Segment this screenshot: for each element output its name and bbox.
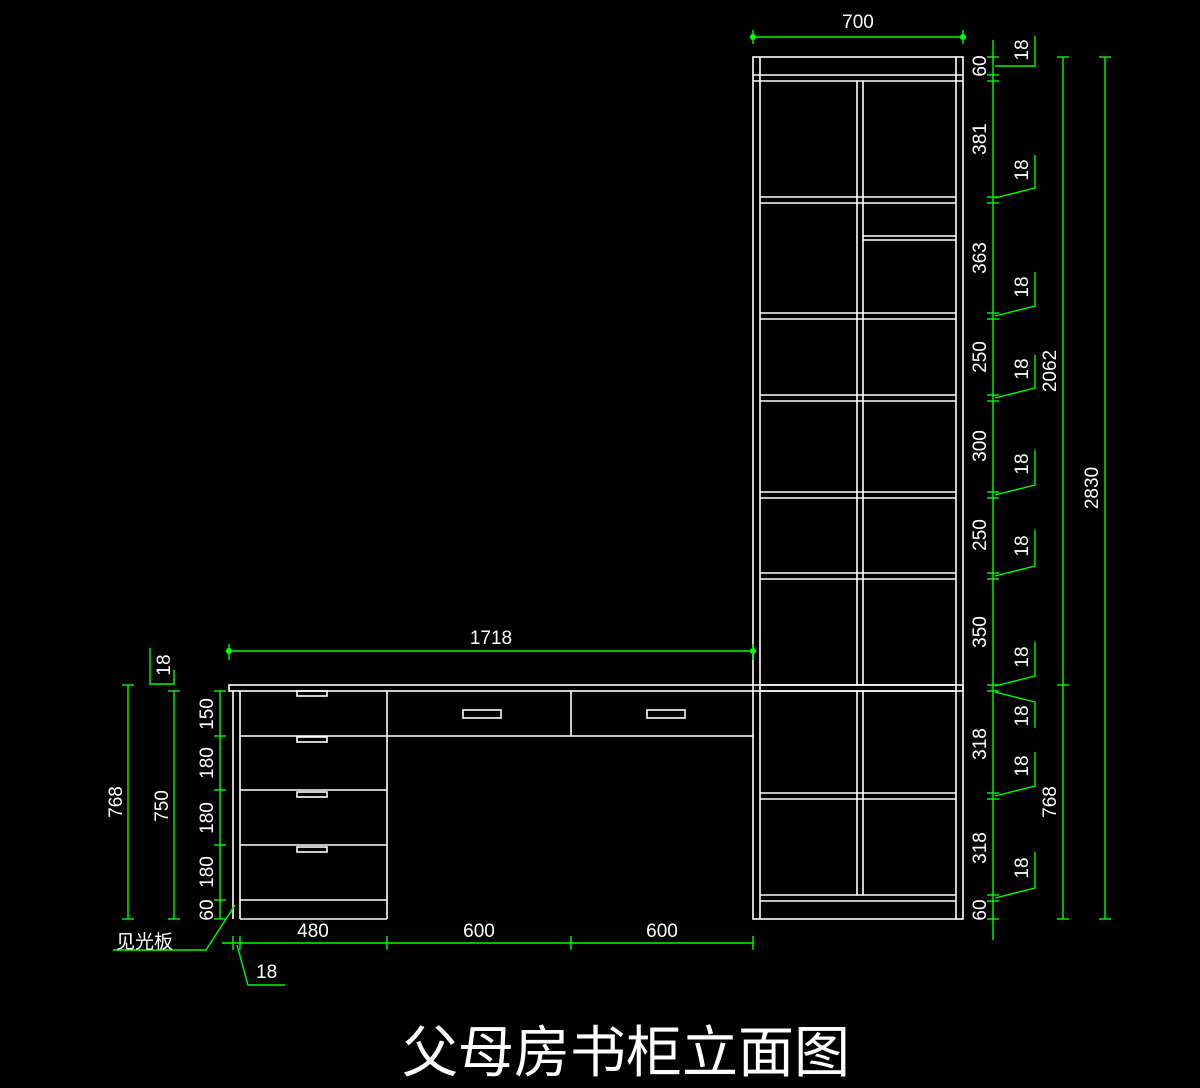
drawer-handle — [296, 791, 328, 798]
cabinet-dims: 60 381 363 250 300 250 350 318 318 60 — [970, 55, 991, 920]
label-visible-panel: 见光板 — [116, 931, 173, 953]
dim-drawer: 60 — [197, 899, 218, 920]
drawing-title: 父母房书柜立面图 — [402, 1021, 850, 1086]
drawer-dims: 150 180 180 180 60 — [197, 698, 218, 920]
drawer-handle — [296, 846, 328, 853]
tall-cabinet — [752, 56, 964, 920]
dim-cabinet-segment: 350 — [970, 616, 991, 648]
dim-upper-height: 2062 — [1040, 350, 1061, 392]
cabinet-outline — [752, 56, 964, 920]
dim-cabinet-width: 700 — [842, 12, 874, 33]
dim-lower-height: 768 — [1040, 786, 1061, 818]
dim-board-thickness: 18 — [1012, 276, 1033, 297]
dim-side-board: 18 — [256, 962, 277, 983]
dimension-lines — [113, 30, 1111, 986]
dim-desk-height-total: 768 — [106, 786, 127, 818]
dim-cabinet-segment: 250 — [970, 519, 991, 551]
dim-cabinet-segment: 300 — [970, 430, 991, 462]
dim-cabinet-segment: 318 — [970, 728, 991, 760]
desk — [228, 684, 964, 920]
dim-board-thickness: 18 — [1012, 857, 1033, 878]
dim-drawer: 150 — [197, 698, 218, 730]
dim-base-1: 480 — [297, 921, 329, 942]
dim-board-thickness: 18 — [1012, 159, 1033, 180]
dim-base-2: 600 — [463, 921, 495, 942]
dim-board-thickness: 18 — [1012, 705, 1033, 726]
drawer-handle — [296, 736, 328, 743]
dim-board-thickness: 18 — [1012, 358, 1033, 379]
dim-cabinet-segment: 318 — [970, 832, 991, 864]
dim-board-thickness: 18 — [1012, 646, 1033, 667]
dim-drawer: 180 — [197, 802, 218, 834]
drawer-handle — [296, 690, 328, 697]
drawer-handle — [462, 709, 502, 719]
board-thickness-dims: 18 18 18 18 18 18 18 18 18 18 — [1012, 39, 1033, 878]
dim-board-thickness: 18 — [1012, 755, 1033, 776]
dim-cabinet-segment: 60 — [970, 899, 991, 920]
dim-desk-length: 1718 — [470, 628, 512, 649]
dim-cabinet-segment: 250 — [970, 341, 991, 373]
dim-desk-top-board: 18 — [154, 654, 175, 675]
dim-drawer: 180 — [197, 747, 218, 779]
dim-drawer: 180 — [197, 856, 218, 888]
desk-top — [228, 684, 964, 692]
dim-cabinet-segment: 363 — [970, 242, 991, 274]
dim-board-thickness: 18 — [1012, 39, 1033, 60]
dim-board-thickness: 18 — [1012, 535, 1033, 556]
dim-desk-height-inner: 750 — [152, 790, 173, 822]
dim-board-thickness: 18 — [1012, 453, 1033, 474]
dim-cabinet-segment: 60 — [970, 55, 991, 76]
dim-base-3: 600 — [646, 921, 678, 942]
drawer-handle — [646, 709, 686, 719]
dim-total-height: 2830 — [1082, 467, 1103, 509]
dim-cabinet-segment: 381 — [970, 123, 991, 155]
